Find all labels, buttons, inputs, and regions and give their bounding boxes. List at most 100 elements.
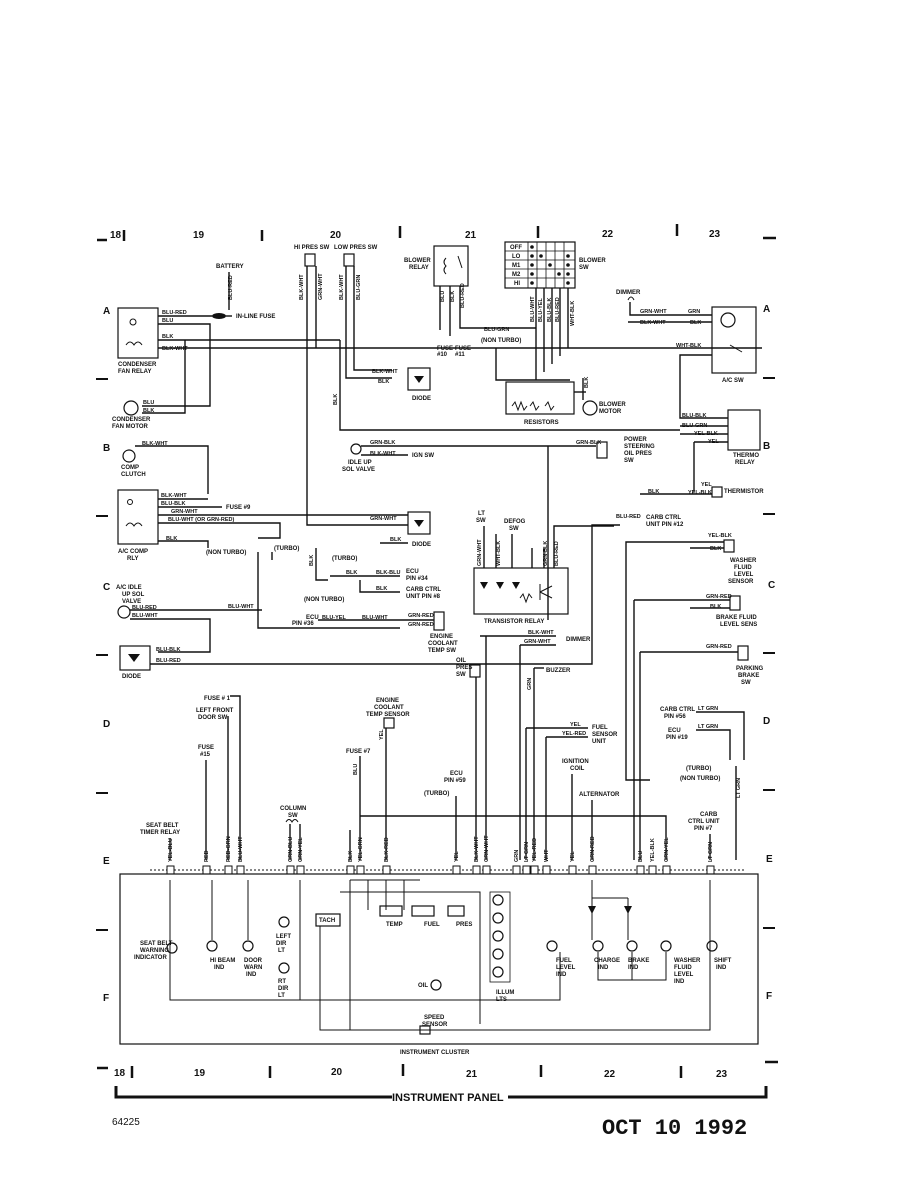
connector-pin [202,865,211,875]
ps-label-2: STEERING [624,444,655,450]
wire-grn-wht-tr: GRN-WHT [477,539,483,566]
connector-pin [356,865,365,875]
ecu-19-label-2: PIN #19 [666,735,688,741]
seat-belt-lamp [166,942,178,954]
resistors-box [505,381,575,415]
oil-pres-sw [469,664,481,678]
brake-fluid-label-2: LEVEL SENS [720,622,757,628]
comp-clutch-symbol [122,449,136,463]
thermo-relay-box [727,409,761,451]
carb-56-label-1: CARB CTRL [660,707,695,713]
cond-fan-relay-label-1: CONDENSER [118,362,157,368]
ect-sensor-label-1: ENGINE [376,698,399,704]
power-steering-sw [596,441,608,459]
ac-comp-rly-label-2: RLY [127,556,138,562]
ps-label-3: OIL PRES [624,451,652,457]
ecu-34-label-2: PIN #34 [406,576,428,582]
connector-wire-label: GRN-YEL [664,837,670,862]
wire-blu-red-br: BLU-RED [460,283,466,308]
blower-pos-hi: HI [514,281,520,287]
dimmer-buzzer: BLK-WHT GRN-WHT DIMMER OIL PRES SW BUZZE… [456,630,591,860]
diode-upper-label: DIODE [412,396,431,402]
wire-blk-ws: BLK [710,546,721,552]
fuel-sensor-label-3: UNIT [592,739,606,745]
wire-grn-red-pb: GRN-RED [706,644,732,650]
non-turbo-br-label: (NON TURBO) [481,338,521,344]
washer-ind-label-2: FLUID [674,965,692,971]
wire-yel-red-fs: YEL-RED [562,731,586,737]
seat-belt-warn-label-2: WARNING [140,948,169,954]
connector-pin [522,865,531,875]
rt-dir-label-2: DIR [278,986,289,992]
ac-comp-rly-label-1: A/C COMP [118,549,148,555]
ect-sensor-label-2: COOLANT [374,705,404,711]
connector-wire-label: WHT [544,849,550,862]
seat-belt-warn-label-3: INDICATOR [134,955,167,961]
oil-lamp [430,979,442,991]
condenser-fan-motor-symbol [123,400,139,416]
left-dir-label-2: DIR [276,941,287,947]
connector-pin [706,865,715,875]
engine-coolant-temp-sw [433,611,445,631]
wire-blk-wht-dim: BLK-WHT [640,320,666,326]
connector-wire-label: YEL [454,851,460,862]
left-dir-label-1: LEFT [276,934,291,940]
thermo-relay: BLU-BLK BLU-GRN YEL-BLK YEL THERMO RELAY… [640,409,764,498]
connector-wire-label: GRN-YEL [298,837,304,862]
ecu-59-label-1: ECU [450,771,463,777]
ps-label-1: POWER [624,437,647,443]
wire-grn-acsw: GRN [688,309,700,315]
door-sw-label-1: LEFT FRONT [196,708,234,714]
connector-wire-label: RED-GRN [226,836,232,862]
wire-blu-blk-dl: BLU-BLK [156,647,180,653]
grid-col-19-bottom: 19 [194,1068,206,1079]
wire-blk-wht-hp: BLK-WHT [299,274,305,300]
fuel-gauge-label: FUEL [424,922,440,928]
wire-grn-wht-dim: GRN-WHT [640,309,667,315]
washer-ind-label-4: IND [674,979,685,985]
diode-lower-label: DIODE [122,674,141,680]
row-f-left: F [103,993,109,1004]
fuse1-door: FUSE # 1 LEFT FRONT DOOR SW ENGINE COOLA… [196,695,410,860]
fuse-10-label-2: #10 [437,352,448,358]
diode-mid-label: DIODE [412,542,431,548]
comp-clutch-label-2: CLUTCH [121,472,146,478]
transistor-relay-box [473,567,569,615]
connector-pin [482,865,491,875]
wire-blk-wht-lp: BLK-WHT [339,274,345,300]
wire-wht-blk-bs: WHT-BLK [570,301,576,326]
ac-idle-valve-symbol [117,605,131,619]
wire-blu-wht-or: BLU-WHT (OR GRN-RED) [168,517,234,523]
turbo-ecu59: (TURBO) [424,791,449,797]
door-warn-label-1: DOOR [244,958,263,964]
shift-ind-label-1: SHIFT [714,958,732,964]
washer-ind-label-1: WASHER [674,958,701,964]
wire-grn-wht-dm: GRN-WHT [370,516,397,522]
ect-sw-label-2: COOLANT [428,641,458,647]
hi-beam-lamp [206,940,218,952]
fuel-sensor-carb: YEL YEL-RED FUEL SENSOR UNIT CARB CTRL P… [525,706,745,860]
brake-lamp [626,940,638,952]
fuel-level-label-2: LEVEL [556,965,576,971]
hi-pres-sw [304,253,316,267]
connector-pin [382,865,391,875]
wire-blk-thm: BLK [648,489,659,495]
ect-sw-label-3: TEMP SW [428,648,456,654]
battery-label: BATTERY [216,264,244,270]
fuse-10-label-1: FUSE [437,346,453,352]
hi-beam-label-1: HI BEAM [210,958,235,964]
carb-8-label-1: CARB CTRL [406,587,441,593]
wire-blu-relay: BLU [162,318,173,324]
ect-sw-label-1: ENGINE [430,634,453,640]
low-pres-sw [343,253,355,267]
row-b-right: B [763,441,770,452]
blower-pos-m2: M2 [512,272,521,278]
ect-sensor [383,717,395,729]
date-stamp: OCT 10 1992 [602,1116,747,1141]
carb-8-label-2: UNIT PIN #8 [406,594,441,600]
row-f-right: F [766,991,772,1002]
resistor-block: RESISTORS BLK BLOWER MOTOR [495,348,626,426]
illum-lamps [489,891,511,983]
carb-7-label-1: CARB [700,812,718,818]
column-sw-label-2: SW [288,813,298,819]
